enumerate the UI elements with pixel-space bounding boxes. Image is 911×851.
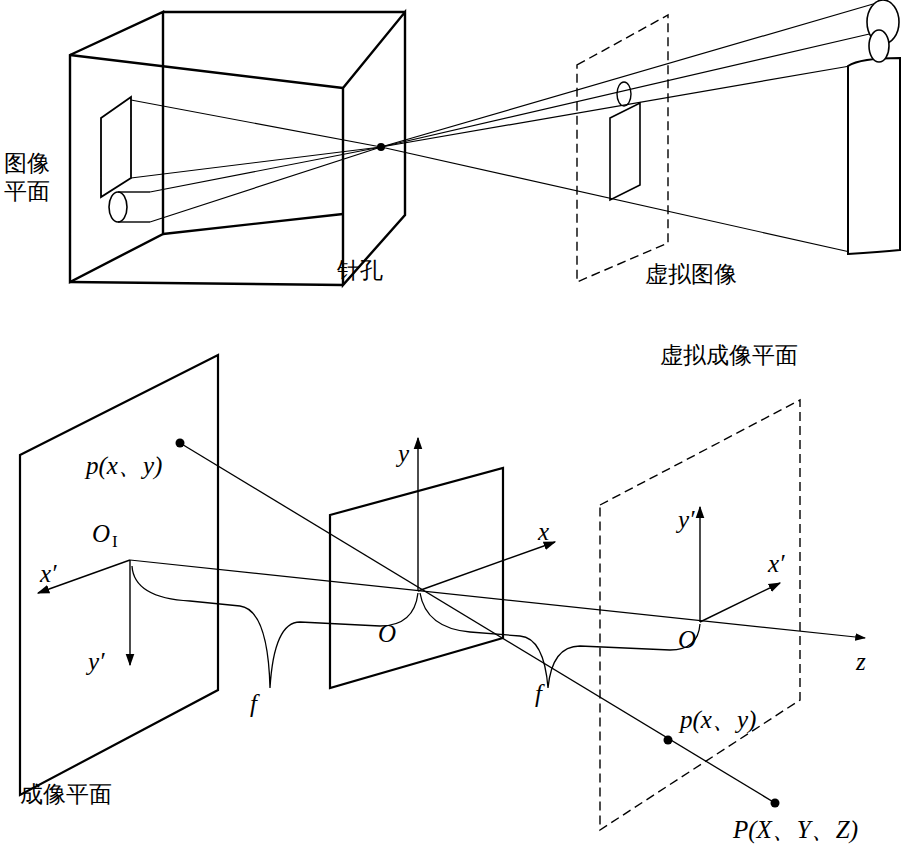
pinhole-plane (330, 468, 503, 688)
point-label: P(X、Y、Z) (733, 816, 858, 844)
axis-label: x (538, 518, 549, 546)
pinhole-dot (377, 143, 385, 151)
plane-label: 图像 平面 (4, 150, 52, 205)
axis-label: y′ (88, 648, 105, 676)
virtual-plane (577, 15, 668, 282)
axis-label: x′ (768, 550, 785, 578)
point-label: p(x、y) (86, 452, 162, 480)
focal-length-label: f (535, 680, 542, 708)
virtual-image-label: 虚拟图像 (645, 262, 737, 287)
imaging-plane (20, 355, 218, 795)
axis-label: y (398, 440, 409, 468)
origin-subscript: I (112, 533, 118, 552)
point-label: p(x、y) (680, 706, 756, 734)
axis-label: y′ (678, 506, 695, 534)
virtual-plane-label: 虚拟成像平面 (660, 343, 798, 368)
axis-label: z (856, 648, 866, 676)
virtual-imaging-plane (600, 400, 800, 830)
focal-length-label: f (250, 690, 257, 718)
origin-label: O (378, 620, 396, 648)
axis-label: x′ (40, 560, 57, 588)
origin-label: O (92, 520, 110, 548)
candle (848, 58, 900, 254)
pinhole-label: 针孔 (337, 258, 383, 283)
image-plane-panel (70, 12, 163, 282)
plane-label: 成像平面 (20, 782, 112, 807)
origin-label: O (678, 626, 696, 654)
